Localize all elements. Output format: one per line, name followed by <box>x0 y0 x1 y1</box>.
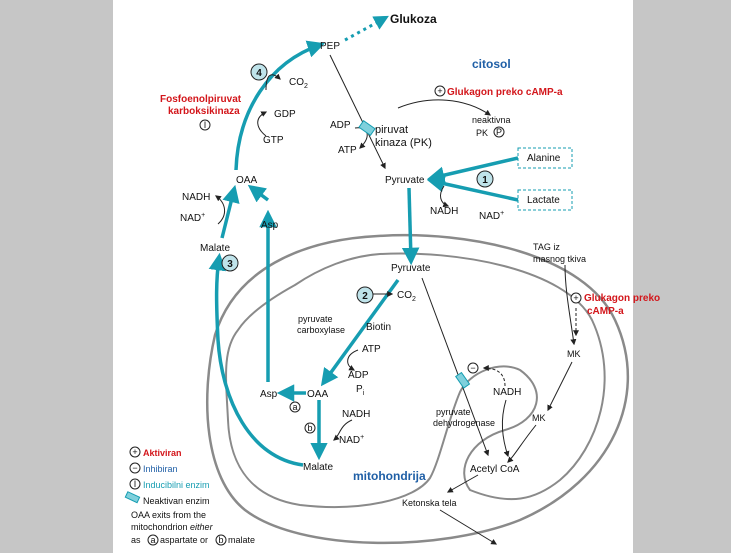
inactive-enzyme-marker-pdh <box>455 371 471 389</box>
svg-text:I: I <box>134 479 137 489</box>
neaktivna-label: neaktivna <box>472 115 511 125</box>
mk-bottom-label: MK <box>532 413 546 423</box>
pk-inactive-label: PK <box>476 128 488 138</box>
inactive-enzyme-marker-pk <box>358 120 376 136</box>
svg-text:1: 1 <box>482 175 488 186</box>
svg-text:as: as <box>131 535 141 545</box>
right-margin <box>633 0 731 553</box>
step-badge-4: 4 <box>250 63 268 81</box>
footnote-line-1: OAA exits from the <box>131 510 206 520</box>
pdh-label-1: pyruvate <box>436 407 471 417</box>
svg-text:P: P <box>496 127 502 137</box>
oaa-mito-label: OAA <box>307 389 328 400</box>
piruvat-kinaza-label-2: kinaza (PK) <box>375 137 432 149</box>
svg-text:+: + <box>573 293 578 303</box>
pepck-label-1: Fosfoenolpiruvat <box>160 94 242 105</box>
svg-text:3: 3 <box>227 259 233 270</box>
phosphate-symbol: P <box>493 126 505 138</box>
legend: + Aktiviran − Inhibiran I Inducibilni en… <box>124 446 255 546</box>
pep-label: PEP <box>320 41 340 52</box>
pdh-label-2: dehydrogenase <box>433 418 495 428</box>
pyruvate-carboxylase-label-2: carboxylase <box>297 325 345 335</box>
asp-mito-label: Asp <box>260 389 278 400</box>
legend-inhibiran: Inhibiran <box>143 464 178 474</box>
nadh-left-label: NADH <box>182 192 210 203</box>
svg-text:+: + <box>437 86 442 96</box>
mk-top-label: MK <box>567 349 581 359</box>
acetylcoa-label: Acetyl CoA <box>470 464 520 475</box>
route-a-symbol: a <box>289 401 301 413</box>
nad-mito-label: NAD+ <box>339 434 364 446</box>
route-b-symbol: b <box>304 422 316 434</box>
svg-text:−: − <box>470 363 475 373</box>
ketonska-label: Ketonska tela <box>402 498 457 508</box>
pyruvate-cytosol-label: Pyruvate <box>385 175 425 186</box>
atp-top-label: ATP <box>338 145 357 156</box>
inhibition-symbol-pdh: − <box>467 362 479 374</box>
gdp-label: GDP <box>274 109 296 120</box>
adp-top-label: ADP <box>330 120 351 131</box>
svg-text:I: I <box>204 120 207 130</box>
nadh-mito-label: NADH <box>342 409 370 420</box>
svg-text:−: − <box>132 463 137 473</box>
svg-text:2: 2 <box>362 291 368 302</box>
step-badge-1: 1 <box>476 170 494 188</box>
mitohondrija-label: mitohondrija <box>353 469 426 483</box>
co2-mito-label: CO2 <box>397 290 416 303</box>
left-margin <box>0 0 113 553</box>
legend-neaktivan: Neaktivan enzim <box>143 496 210 506</box>
svg-text:aspartate or: aspartate or <box>160 535 208 545</box>
alanine-box <box>517 147 573 169</box>
pyruvate-carboxylase-label-1: pyruvate <box>298 314 333 324</box>
adp-mito-label: ADP <box>348 370 369 381</box>
step-badge-2: 2 <box>356 286 374 304</box>
pepck-label-2: karboksikinaza <box>168 106 240 117</box>
gluconeogenesis-arrows <box>208 15 519 467</box>
mitochondrion-inner-membrane <box>225 252 606 508</box>
step-badge-3: 3 <box>221 254 239 272</box>
oaa-cytosol-label: OAA <box>236 175 257 186</box>
nad-left-label: NAD+ <box>180 212 205 224</box>
asp-cytosol-label: Asp <box>261 220 279 231</box>
glukoza-label: Glukoza <box>390 12 437 26</box>
activation-symbol-right: + <box>570 292 582 304</box>
legend-inducibilni: Inducibilni enzim <box>143 480 210 490</box>
malate-cytosol-label: Malate <box>200 243 230 254</box>
footnote-line-2: mitochondrion either <box>131 522 214 532</box>
piruvat-kinaza-label-1: piruvat <box>375 124 408 136</box>
alanine-label: Alanine <box>527 153 561 164</box>
tag-label-2: masnog tkiva <box>533 254 586 264</box>
svg-text:4: 4 <box>256 68 262 79</box>
co2-top-label: CO2 <box>289 77 308 90</box>
reaction-arrows <box>215 54 579 545</box>
glukagon-right-label-1: Glukagon preko <box>584 293 660 304</box>
legend-aktiviran: Aktiviran <box>143 448 182 458</box>
malate-mito-label: Malate <box>303 462 333 473</box>
svg-text:a: a <box>292 402 297 412</box>
lactate-box <box>517 189 573 211</box>
activation-symbol-top: + <box>434 85 446 97</box>
nadh-pdh-label: NADH <box>493 387 521 398</box>
pi-mito-label: Pi <box>356 384 365 397</box>
svg-text:a: a <box>150 535 155 545</box>
svg-text:b: b <box>307 423 312 433</box>
atp-mito-label: ATP <box>362 344 381 355</box>
glukagon-right-label-2: cAMP-a <box>587 306 624 317</box>
inducible-symbol-pepck: I <box>199 119 211 131</box>
glukagon-top-label: Glukagon preko cAMP-a <box>447 87 563 98</box>
nadh-lactate-label: NADH <box>430 206 458 217</box>
svg-text:b: b <box>218 535 223 545</box>
gtp-label: GTP <box>263 135 284 146</box>
lactate-label: Lactate <box>527 195 560 206</box>
svg-text:+: + <box>132 447 137 457</box>
nad-lactate-label: NAD+ <box>479 210 504 222</box>
biotin-label: Biotin <box>366 322 391 333</box>
svg-text:malate: malate <box>228 535 255 545</box>
pyruvate-mito-label: Pyruvate <box>391 263 431 274</box>
citosol-label: citosol <box>472 57 511 71</box>
tag-label-1: TAG iz <box>533 242 560 252</box>
